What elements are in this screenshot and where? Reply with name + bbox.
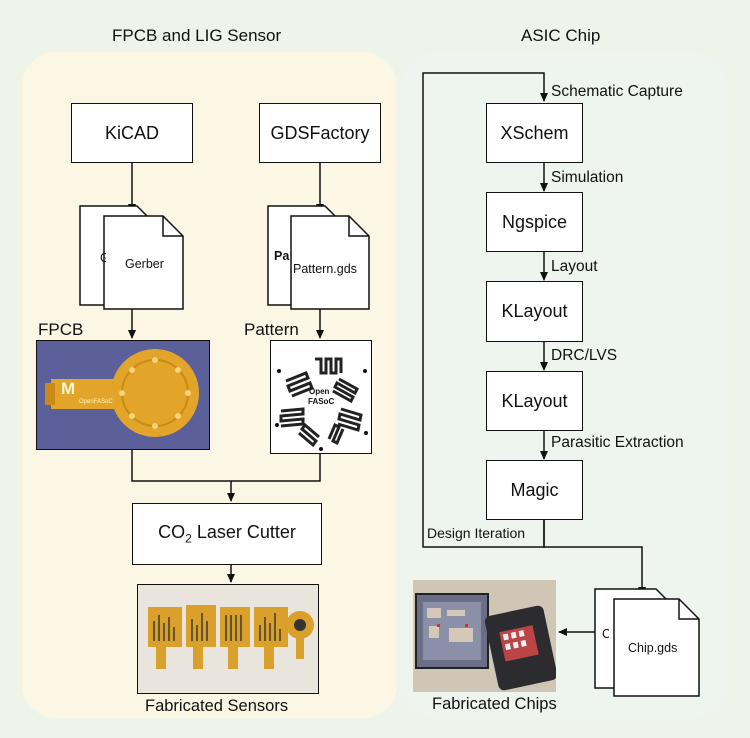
co2-laser-cutter-box: CO2 Laser Cutter xyxy=(132,503,322,565)
gerber-doc-label: Gerber xyxy=(125,257,164,271)
pattern-photo-text-2: FASoC xyxy=(308,397,335,406)
xschem-box: XSchem xyxy=(486,103,583,163)
gdsfactory-box: GDSFactory xyxy=(259,103,381,163)
pattern-back-chars: Pa xyxy=(274,249,290,263)
fabricated-sensors-photo xyxy=(137,584,319,694)
schematic-capture-label: Schematic Capture xyxy=(551,83,683,100)
fpcb-logo-m: M xyxy=(61,379,76,398)
pattern-doc-label: Pattern.gds xyxy=(293,262,357,276)
fabricated-sensors-label: Fabricated Sensors xyxy=(145,697,289,715)
simulation-label: Simulation xyxy=(551,169,624,186)
parasitic-extraction-label: Parasitic Extraction xyxy=(551,434,684,451)
fpcb-photo-text: OpenFASoC xyxy=(79,399,113,405)
arrow-magic-chipgds xyxy=(543,520,646,596)
ngspice-box: Ngspice xyxy=(486,192,583,252)
pattern-photo: Open FASoC xyxy=(270,340,372,454)
fpcb-label: FPCB xyxy=(38,320,84,339)
merge-fpcb-pattern xyxy=(131,450,321,482)
fpcb-photo: M OpenFASoC xyxy=(36,340,210,450)
chip-gds-document-icon xyxy=(594,588,704,703)
pattern-photo-text-1: Open xyxy=(309,387,330,396)
klayout-drc-box: KLayout xyxy=(486,371,583,431)
gerber-back-char: G xyxy=(100,251,106,265)
fabricated-chips-label: Fabricated Chips xyxy=(432,695,557,713)
gerber-document-icon xyxy=(79,205,189,315)
design-iteration-label: Design Iteration xyxy=(427,525,526,541)
laser-cutter-label: CO2 Laser Cutter xyxy=(158,522,296,546)
layout-label: Layout xyxy=(551,258,598,275)
klayout-layout-box: KLayout xyxy=(486,281,583,342)
magic-box: Magic xyxy=(486,460,583,520)
fpcb-lig-title: FPCB and LIG Sensor xyxy=(112,26,282,45)
pattern-label: Pattern xyxy=(244,320,299,339)
fabricated-chips-photo xyxy=(413,580,556,692)
asic-chip-title: ASIC Chip xyxy=(521,26,601,45)
chip-back-char: C xyxy=(602,627,609,641)
pattern-document-icon xyxy=(267,205,377,315)
chip-gds-label: Chip.gds xyxy=(628,641,678,655)
kicad-box: KiCAD xyxy=(71,103,193,163)
drc-lvs-label: DRC/LVS xyxy=(551,347,618,364)
